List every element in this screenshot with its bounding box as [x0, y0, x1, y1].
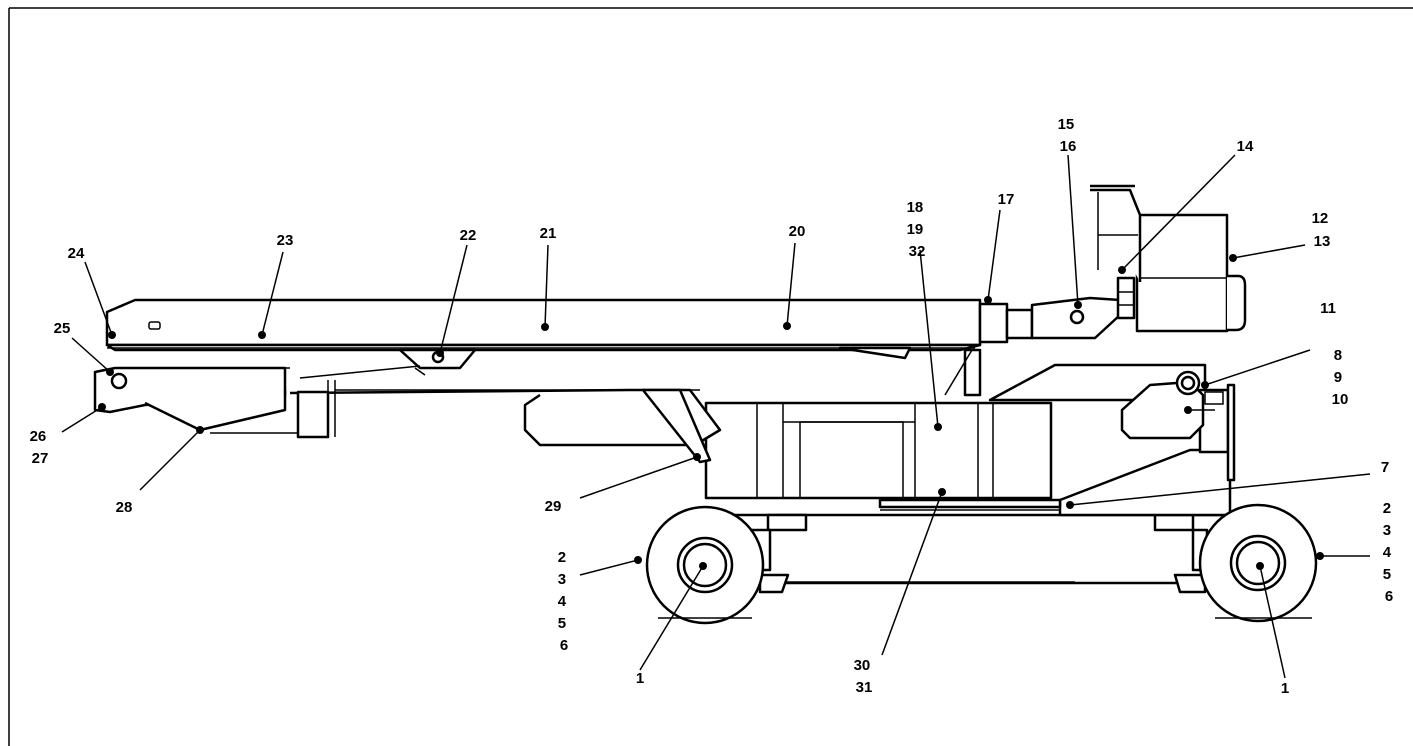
callout-2b: 2 3 4 5 6	[1383, 500, 1396, 605]
callout-7: 7	[1381, 459, 1389, 476]
dot-15	[1074, 301, 1082, 309]
chassis	[703, 513, 1232, 594]
dot-14	[1118, 266, 1126, 274]
dot-11	[1201, 381, 1209, 389]
dot-24	[108, 331, 116, 339]
lower-boom	[210, 380, 722, 464]
dot-21	[541, 323, 549, 331]
dot-20	[783, 322, 791, 330]
callout-8: 8 9 10	[1332, 347, 1349, 408]
platform-basket	[1090, 184, 1247, 333]
callout-14: 14	[1237, 138, 1254, 155]
dot-2b	[1316, 552, 1324, 560]
dot-23	[258, 331, 266, 339]
callout-20: 20	[789, 223, 806, 240]
callout-29: 29	[545, 498, 562, 515]
callout-24: 24	[68, 245, 85, 262]
callout-25: 25	[54, 320, 71, 337]
callout-2a: 2 3 4 5 6	[558, 549, 571, 654]
callout-labels: 1 1 2 3 4 5 6 2 3 4 5 6 7 8 9 10 11	[30, 116, 1396, 697]
dot-7	[1066, 501, 1074, 509]
dot-8	[1184, 406, 1192, 414]
leader-lines	[61, 154, 1371, 679]
dot-12	[1229, 254, 1237, 262]
dot-18	[934, 423, 942, 431]
callout-28: 28	[116, 499, 133, 516]
callout-22: 22	[460, 227, 477, 244]
callout-17: 17	[998, 191, 1015, 208]
callout-1b: 1	[1281, 680, 1289, 697]
dot-1b	[1256, 562, 1264, 570]
callout-12: 12 13	[1312, 210, 1333, 250]
dot-26	[98, 403, 106, 411]
frame-border	[8, 7, 1413, 746]
callout-23: 23	[277, 232, 294, 249]
callout-26: 26 27	[30, 428, 51, 467]
boom-head	[93, 366, 290, 432]
dot-29	[693, 453, 701, 461]
engine-housing	[704, 401, 1062, 511]
dot-30	[938, 488, 946, 496]
turret	[944, 348, 1236, 517]
jib-arm	[978, 296, 1122, 344]
callout-18: 18 19 32	[907, 199, 928, 260]
callout-dots	[98, 254, 1324, 570]
telescopic-boom	[105, 298, 982, 379]
dot-28	[196, 426, 204, 434]
callout-11: 11	[1320, 300, 1336, 317]
dot-22	[436, 349, 444, 357]
callout-21: 21	[540, 225, 557, 242]
dot-17	[984, 296, 992, 304]
machine-drawing	[93, 184, 1318, 625]
callout-30: 30 31	[854, 657, 875, 696]
dot-2a	[634, 556, 642, 564]
dot-1a	[699, 562, 707, 570]
callout-1a: 1	[636, 670, 644, 687]
dot-25	[106, 368, 114, 376]
callout-15: 15 16	[1058, 116, 1079, 155]
